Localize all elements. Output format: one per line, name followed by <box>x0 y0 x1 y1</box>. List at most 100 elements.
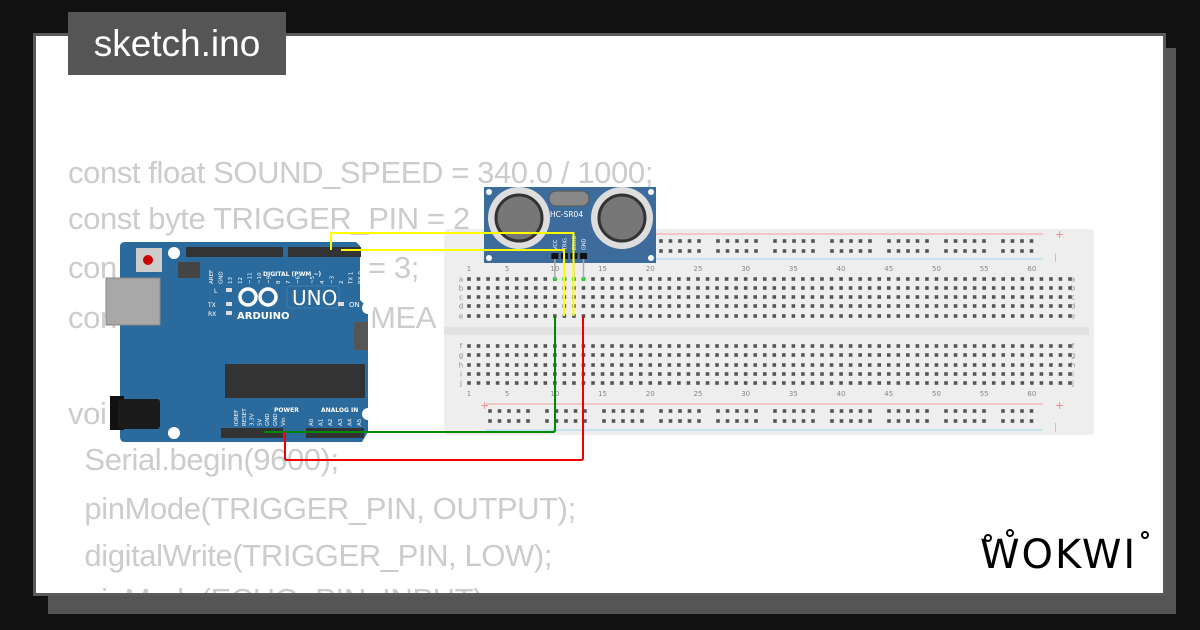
breadboard-hole[interactable] <box>553 304 557 308</box>
breadboard-hole[interactable] <box>791 363 796 367</box>
breadboard-hole[interactable] <box>972 295 977 299</box>
breadboard-hole[interactable] <box>696 304 700 308</box>
breadboard-hole[interactable] <box>524 381 529 385</box>
breadboard-hole[interactable] <box>591 304 595 308</box>
breadboard-hole[interactable] <box>1058 314 1063 318</box>
breadboard-hole[interactable] <box>1068 277 1072 281</box>
breadboard-hole[interactable] <box>925 286 929 290</box>
breadboard-hole[interactable] <box>476 295 481 299</box>
rail-hole[interactable] <box>963 239 967 243</box>
breadboard-hole[interactable] <box>495 314 500 318</box>
breadboard-hole[interactable] <box>610 286 614 290</box>
breadboard-hole[interactable] <box>1039 304 1044 308</box>
rail-hole[interactable] <box>573 419 578 423</box>
rail-hole[interactable] <box>1001 239 1005 243</box>
breadboard-hole[interactable] <box>762 381 767 385</box>
breadboard-hole[interactable] <box>858 353 862 357</box>
breadboard-hole[interactable] <box>953 304 958 308</box>
breadboard-hole[interactable] <box>600 353 605 357</box>
breadboard-hole[interactable] <box>514 295 519 299</box>
breadboard-hole[interactable] <box>743 295 748 299</box>
breadboard-hole[interactable] <box>743 363 748 367</box>
breadboard-hole[interactable] <box>562 344 567 348</box>
breadboard-hole[interactable] <box>524 372 529 376</box>
breadboard-hole[interactable] <box>772 277 777 281</box>
breadboard-hole[interactable] <box>858 304 862 308</box>
breadboard-hole[interactable] <box>495 381 500 385</box>
breadboard-hole[interactable] <box>762 304 767 308</box>
breadboard-hole[interactable] <box>906 304 910 308</box>
breadboard-hole[interactable] <box>696 372 700 376</box>
breadboard-hole[interactable] <box>572 372 576 376</box>
breadboard-hole[interactable] <box>906 286 910 290</box>
breadboard-hole[interactable] <box>915 304 920 308</box>
breadboard-hole[interactable] <box>514 372 519 376</box>
breadboard-hole[interactable] <box>782 372 786 376</box>
breadboard-hole[interactable] <box>476 372 481 376</box>
rail-hole[interactable] <box>545 419 549 423</box>
rail-hole[interactable] <box>1010 239 1015 243</box>
rail-hole[interactable] <box>801 419 806 423</box>
rail-hole[interactable] <box>868 239 872 243</box>
breadboard-hole[interactable] <box>753 304 757 308</box>
rail-hole[interactable] <box>953 239 958 243</box>
breadboard-hole[interactable] <box>667 372 672 376</box>
breadboard-hole[interactable] <box>791 286 796 290</box>
rail-hole[interactable] <box>773 239 777 243</box>
breadboard-hole[interactable] <box>724 295 729 299</box>
rail-hole[interactable] <box>953 249 958 253</box>
breadboard-hole[interactable] <box>686 353 691 357</box>
breadboard-hole[interactable] <box>772 353 777 357</box>
breadboard-hole[interactable] <box>562 353 567 357</box>
breadboard-hole[interactable] <box>696 381 700 385</box>
breadboard-hole[interactable] <box>610 344 614 348</box>
breadboard-hole[interactable] <box>743 344 748 348</box>
breadboard-hole[interactable] <box>1030 277 1034 281</box>
breadboard-hole[interactable] <box>991 277 996 281</box>
breadboard-hole[interactable] <box>476 363 481 367</box>
breadboard-hole[interactable] <box>533 381 538 385</box>
breadboard-hole[interactable] <box>753 344 757 348</box>
rail-hole[interactable] <box>735 239 739 243</box>
rail-hole[interactable] <box>849 419 853 423</box>
rail-hole[interactable] <box>507 419 511 423</box>
breadboard-hole[interactable] <box>543 381 548 385</box>
breadboard-hole[interactable] <box>658 314 662 318</box>
rail-hole[interactable] <box>630 409 635 413</box>
breadboard-hole[interactable] <box>934 363 939 367</box>
breadboard-hole[interactable] <box>982 353 986 357</box>
rail-hole[interactable] <box>725 409 730 413</box>
breadboard-hole[interactable] <box>677 381 681 385</box>
breadboard-hole[interactable] <box>839 295 843 299</box>
breadboard-hole[interactable] <box>533 286 538 290</box>
breadboard-hole[interactable] <box>925 314 929 318</box>
breadboard-hole[interactable] <box>867 372 872 376</box>
breadboard-hole[interactable] <box>1058 363 1063 367</box>
rail-hole[interactable] <box>1001 409 1005 413</box>
rail-hole[interactable] <box>839 409 844 413</box>
breadboard-hole[interactable] <box>820 363 824 367</box>
breadboard-hole[interactable] <box>524 277 529 281</box>
breadboard-hole[interactable] <box>1030 286 1034 290</box>
breadboard-hole[interactable] <box>734 381 738 385</box>
breadboard-hole[interactable] <box>629 295 633 299</box>
breadboard-hole[interactable] <box>648 381 653 385</box>
breadboard-hole[interactable] <box>810 353 815 357</box>
breadboard-hole[interactable] <box>915 314 920 318</box>
rail-hole[interactable] <box>906 419 910 423</box>
breadboard-hole[interactable] <box>705 372 710 376</box>
rail-hole[interactable] <box>887 239 891 243</box>
breadboard-hole[interactable] <box>896 295 901 299</box>
breadboard-hole[interactable] <box>705 314 710 318</box>
breadboard-hole[interactable] <box>991 372 996 376</box>
breadboard-hole[interactable] <box>543 286 548 290</box>
breadboard-hole[interactable] <box>619 314 624 318</box>
breadboard-hole[interactable] <box>839 344 843 348</box>
breadboard-hole[interactable] <box>696 314 700 318</box>
breadboard-hole[interactable] <box>753 314 757 318</box>
rail-hole[interactable] <box>668 239 673 243</box>
breadboard-hole[interactable] <box>591 344 595 348</box>
breadboard-hole[interactable] <box>1020 277 1025 281</box>
breadboard-hole[interactable] <box>810 381 815 385</box>
breadboard-hole[interactable] <box>991 304 996 308</box>
